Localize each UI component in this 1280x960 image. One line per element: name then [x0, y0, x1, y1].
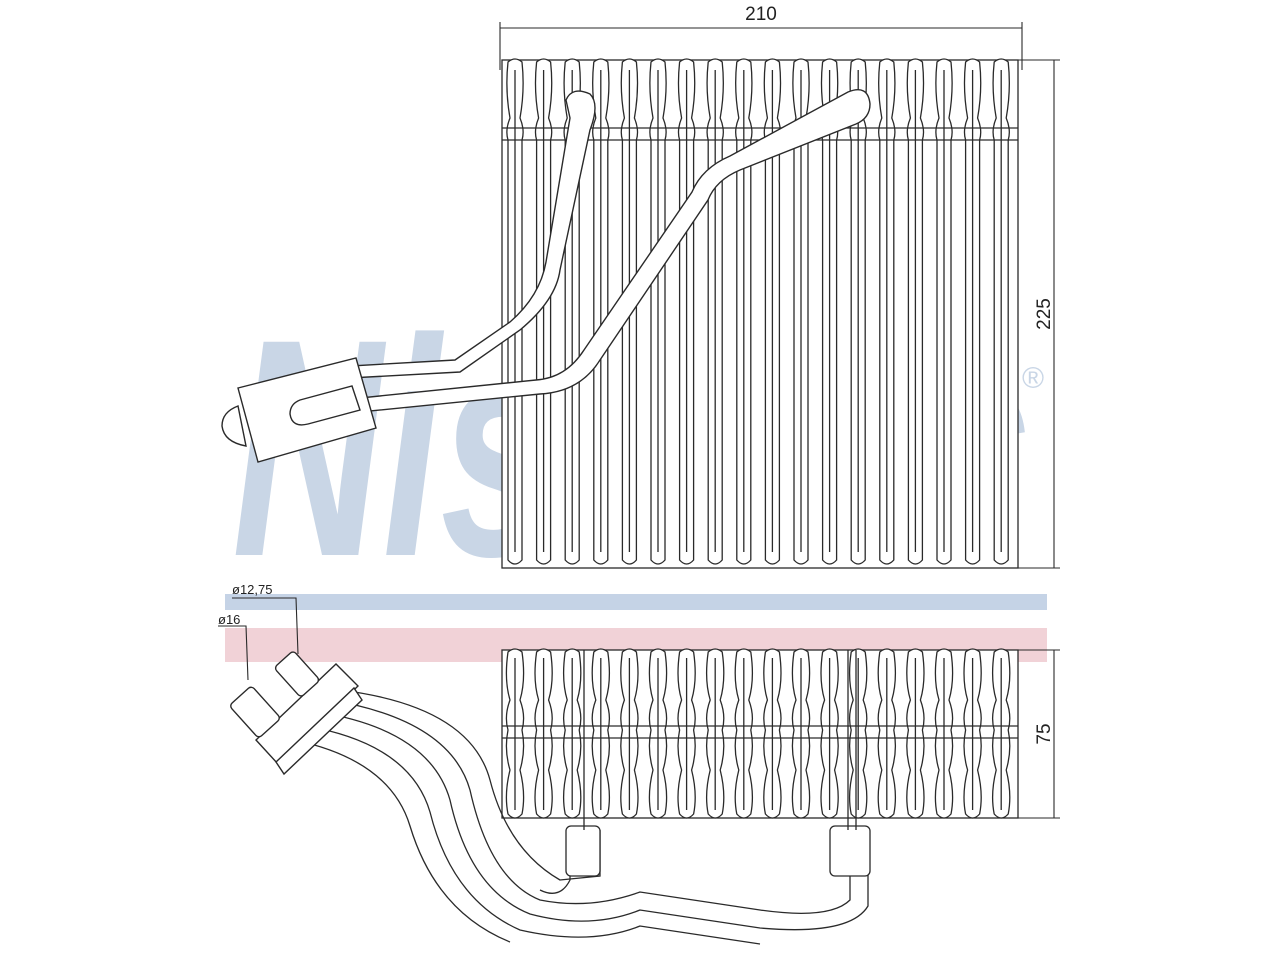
side-tube-5: [339, 689, 601, 881]
side-tube-4: [293, 739, 511, 943]
side-stub-right: [829, 825, 871, 877]
side-view: [230, 648, 1019, 945]
side-stubs: [565, 650, 871, 877]
front-view: [221, 58, 1019, 569]
dimension-width-label: 210: [745, 4, 777, 25]
dimension-depth-label: 75: [1034, 723, 1055, 744]
pipe-diameter-2-label: ø16: [218, 612, 240, 627]
watermark-blue-stripe: [225, 594, 1047, 610]
side-core: [501, 648, 1019, 819]
side-tube-3: [305, 725, 761, 945]
leader-diameter-1: [232, 597, 299, 655]
side-fitting-lower: [230, 686, 280, 738]
front-connector: [221, 357, 377, 463]
front-tube-left: [349, 90, 596, 379]
side-fitting-upper: [274, 651, 320, 697]
pipe-diameter-1-label: ø12,75: [232, 582, 272, 597]
front-connector-slot: [289, 385, 361, 426]
watermark-registered: ®: [1022, 362, 1044, 395]
dimension-lines-top: [499, 22, 1060, 569]
front-tubes: [349, 89, 871, 413]
side-tubes: [293, 689, 869, 945]
front-tube-right: [359, 89, 871, 413]
front-core: [501, 58, 1019, 569]
side-flange-plate: [275, 686, 363, 776]
side-tube-1: [329, 699, 851, 914]
side-stub-left: [565, 825, 601, 877]
side-flange: [230, 651, 363, 776]
dimension-lines-bottom: [218, 597, 1060, 819]
dimension-height-label: 225: [1034, 298, 1055, 330]
front-connector-nipple: [221, 405, 247, 447]
front-core-outline: [501, 59, 1019, 569]
side-tube-2: [317, 711, 869, 931]
side-core-outline: [501, 649, 1019, 819]
leader-diameter-2: [218, 625, 249, 681]
side-tube-6: [539, 830, 571, 894]
